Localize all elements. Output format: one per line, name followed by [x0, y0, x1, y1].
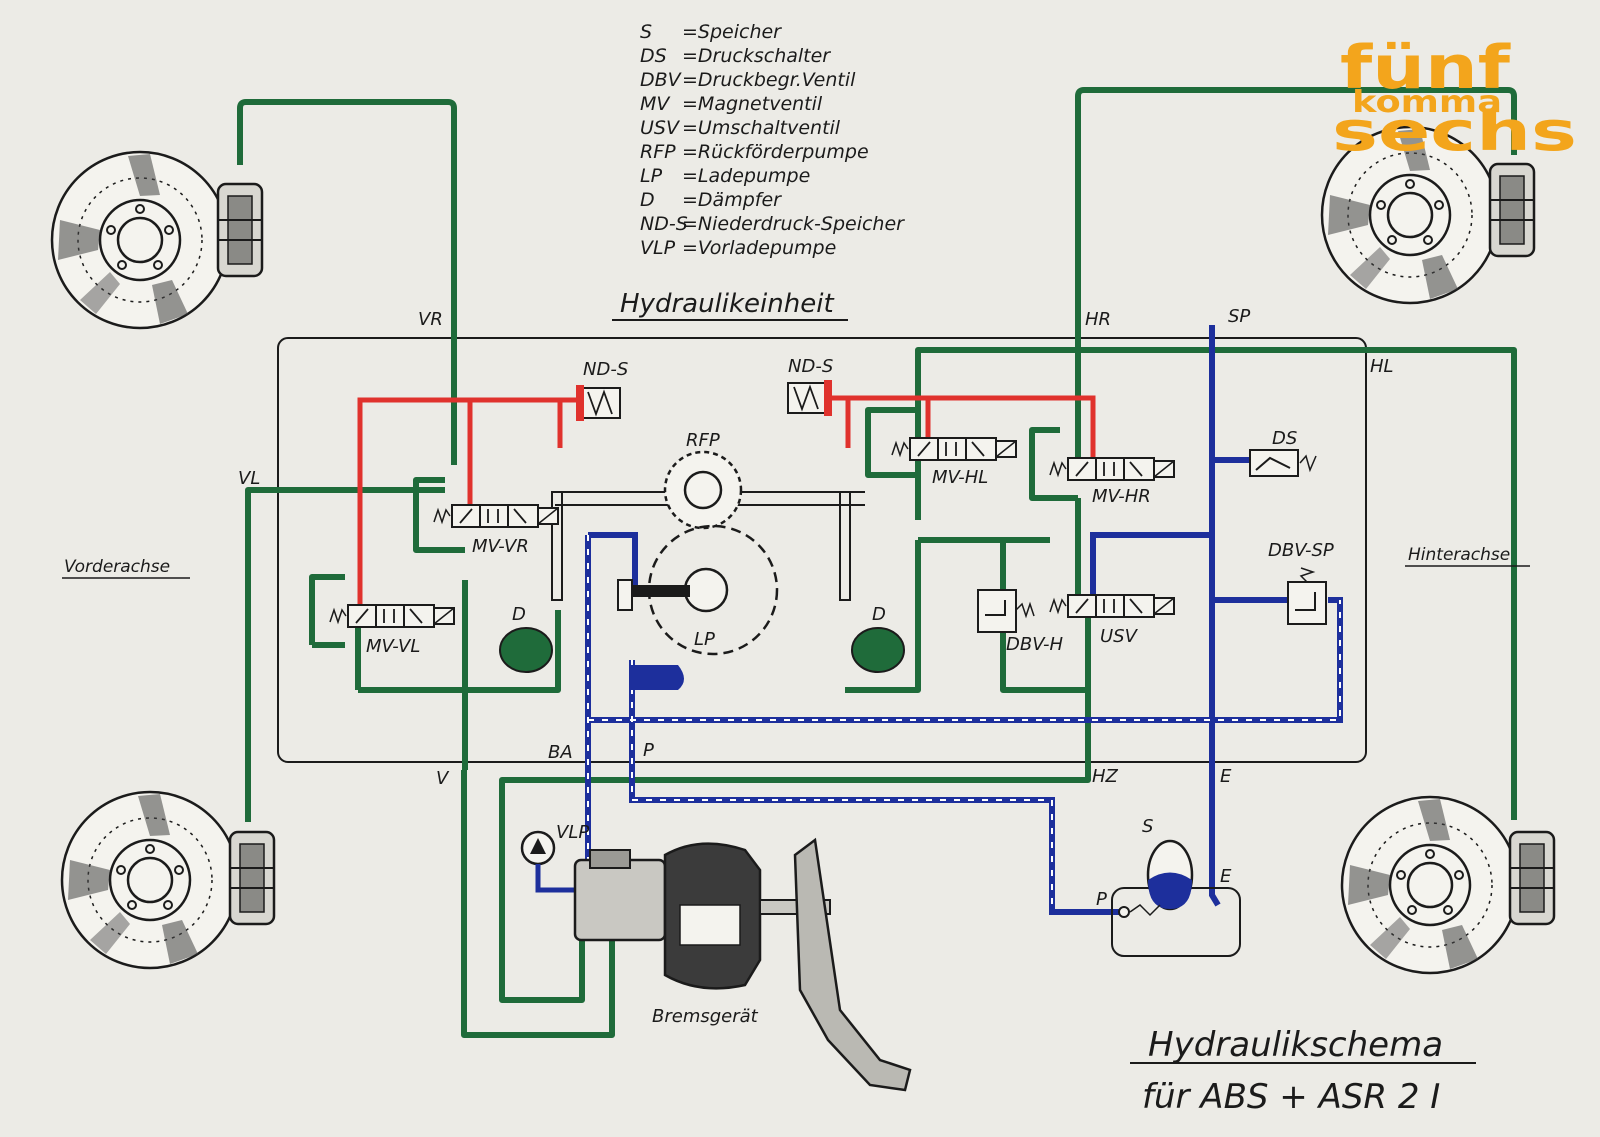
dbv-sp-valve: [1287, 567, 1327, 625]
label-ds: DS: [1272, 428, 1297, 449]
legend-abbr: DS: [640, 45, 667, 67]
dbv-h-valve: [977, 589, 1035, 633]
front-right-caliper: [216, 182, 264, 278]
legend-abbr: S: [640, 21, 652, 43]
legend-desc: =Speicher: [682, 21, 782, 43]
line-label-p-top: P: [643, 740, 654, 761]
label-mv-vl: MV-VL: [366, 636, 420, 657]
front-axle-label: Vorderachse: [64, 557, 170, 577]
front-right-brake-disc: [50, 150, 230, 330]
label-mv-hr: MV-HR: [1092, 486, 1151, 507]
line-label-e-top: E: [1220, 766, 1232, 787]
front-left-brake-disc: [60, 790, 240, 970]
brake-pedal: [793, 837, 912, 1092]
main-accumulator: [1111, 839, 1241, 957]
legend-desc: =Rückförderpumpe: [682, 141, 869, 163]
rear-left-caliper: [1508, 830, 1556, 926]
hydraulic-unit-title: Hydraulikeinheit: [620, 289, 834, 319]
legend-desc: =Druckbegr.Ventil: [682, 69, 856, 91]
logo-line2: komma: [1352, 85, 1502, 120]
legend-abbr: DBV: [640, 69, 683, 91]
front-left-caliper: [228, 830, 276, 926]
rear-axle-label: Hinterachse: [1408, 545, 1510, 565]
label-d-left: D: [512, 604, 526, 625]
label-dbv-sp: DBV-SP: [1268, 540, 1334, 561]
diagram-title: Hydraulikschema: [1148, 1025, 1443, 1065]
label-nds-right: ND-S: [788, 356, 833, 377]
line-label-e-bottom: E: [1220, 866, 1232, 887]
line-label-vr: VR: [418, 309, 443, 330]
damper-right: [851, 627, 905, 673]
line-label-hr: HR: [1085, 309, 1111, 330]
legend-abbr: VLP: [640, 237, 676, 259]
legend-abbr: RFP: [640, 141, 676, 163]
line-label-v: V: [436, 768, 450, 789]
legend-abbr: USV: [640, 117, 681, 139]
mv-vr-valve: [433, 504, 559, 528]
rear-left-brake-disc: [1340, 795, 1520, 975]
blue-lines: [585, 325, 1343, 915]
rfp-lp-pump-assembly: [551, 450, 865, 656]
line-label-hz: HZ: [1092, 766, 1119, 787]
hydraulic-unit-frame: [277, 337, 1367, 763]
line-label-sp: SP: [1228, 306, 1250, 327]
label-vlp: VLP: [556, 822, 589, 843]
legend-abbr: D: [640, 189, 655, 211]
label-bremsgeraet: Bremsgerät: [652, 1006, 759, 1027]
damper-left: [499, 627, 553, 673]
ds-pressure-switch: [1249, 449, 1317, 477]
mv-hl-valve: [891, 437, 1017, 461]
label-mv-vr: MV-VR: [472, 536, 529, 557]
label-mv-hl: MV-HL: [932, 467, 988, 488]
nds-left-accumulator: [576, 385, 621, 421]
nds-right-accumulator: [787, 380, 832, 416]
legend-abbr: LP: [640, 165, 663, 187]
line-label-p-bottom: P: [1096, 889, 1107, 910]
label-rfp: RFP: [686, 430, 720, 451]
logo-line1: fünf: [1340, 33, 1511, 103]
legend-desc: =Magnetventil: [682, 93, 823, 115]
legend-desc: =Dämpfer: [682, 189, 782, 211]
label-d-right: D: [872, 604, 886, 625]
usv-valve: [1049, 594, 1175, 618]
legend-desc: =Ladepumpe: [682, 165, 810, 187]
blue-dashes: [587, 535, 1341, 912]
blue-reservoir-bulb: [630, 665, 684, 690]
label-nds-left: ND-S: [583, 359, 628, 380]
rear-right-caliper: [1488, 162, 1536, 258]
mv-vl-valve: [329, 604, 455, 628]
fuenf-komma-sechs-logo: fünf komma sechs: [1332, 33, 1577, 163]
label-s: S: [1142, 816, 1153, 837]
logo-line3: sechs: [1332, 100, 1577, 163]
line-label-ba: BA: [548, 742, 573, 763]
vlp-pump: [520, 830, 575, 893]
legend-abbr: ND-S: [640, 213, 688, 235]
legend-desc: =Druckschalter: [682, 45, 831, 67]
legend-desc: =Umschaltventil: [682, 117, 841, 139]
diagram-subtitle: für ABS + ASR 2 I: [1142, 1077, 1440, 1117]
line-label-vl: VL: [238, 468, 260, 489]
label-lp: LP: [694, 629, 715, 650]
mv-hr-valve: [1049, 457, 1175, 481]
legend: S =Speicher DS =Druckschalter DBV =Druck…: [640, 21, 905, 259]
legend-desc: =Niederdruck-Speicher: [682, 213, 905, 235]
legend-abbr: MV: [640, 93, 671, 115]
line-label-hl: HL: [1370, 356, 1394, 377]
brake-master-unit: [573, 842, 831, 990]
label-usv: USV: [1100, 626, 1139, 647]
label-dbv-h: DBV-H: [1006, 634, 1063, 655]
legend-desc: =Vorladepumpe: [682, 237, 836, 259]
